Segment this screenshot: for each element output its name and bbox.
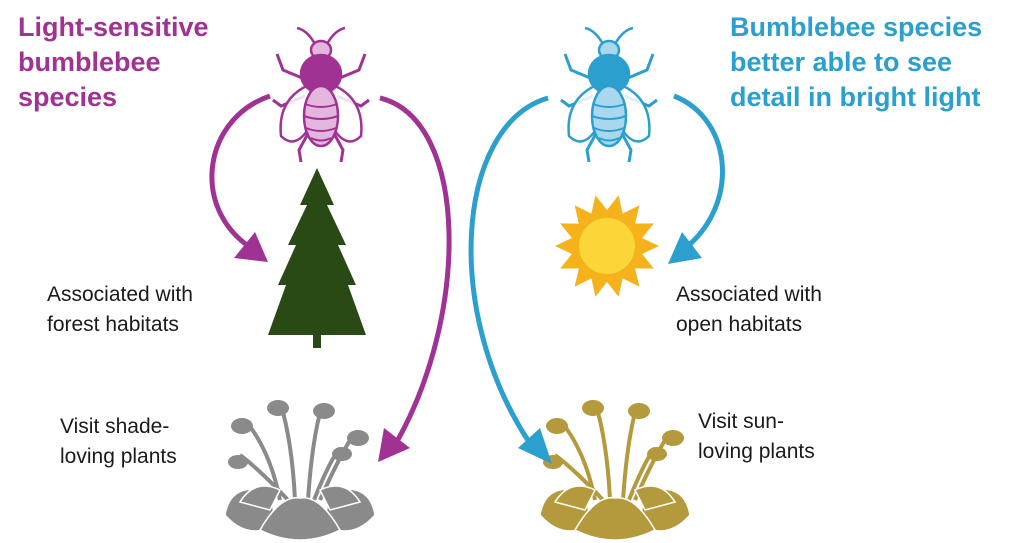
left-title-line-2: bumblebee bbox=[18, 47, 161, 77]
right-bee-icon bbox=[560, 26, 658, 163]
left-title: Light-sensitive bumblebee species bbox=[18, 10, 209, 115]
shade-plants-line-1: Visit shade- bbox=[60, 415, 170, 438]
forest-habitat-label: Associated with forest habitats bbox=[47, 280, 193, 340]
shade-plant-icon bbox=[224, 400, 376, 541]
right-title-line-2: better able to see bbox=[730, 47, 953, 77]
shade-plants-line-2: loving plants bbox=[60, 445, 177, 468]
open-habitat-label: Associated with open habitats bbox=[676, 280, 822, 340]
open-habitat-line-1: Associated with bbox=[676, 283, 822, 306]
arrows bbox=[209, 93, 725, 464]
left-title-line-1: Light-sensitive bbox=[18, 12, 209, 42]
open-habitat-line-2: open habitats bbox=[676, 313, 803, 336]
right-title-line-1: Bumblebee species bbox=[730, 12, 983, 42]
right-title: Bumblebee species better able to see det… bbox=[730, 10, 982, 115]
left-title-line-3: species bbox=[18, 82, 118, 112]
sun-plants-label: Visit sun- loving plants bbox=[698, 407, 815, 467]
left-bee-icon bbox=[272, 26, 370, 163]
arrowhead-forest bbox=[234, 232, 268, 262]
arrowhead-sun-plants bbox=[518, 428, 552, 464]
arrow-bee-to-open bbox=[673, 93, 725, 255]
arrow-bee-to-shade-plants bbox=[379, 95, 452, 452]
arrow-bee-to-sun-plants bbox=[468, 95, 549, 457]
sun-plants-line-1: Visit sun- bbox=[698, 410, 784, 433]
sun-icon bbox=[555, 195, 659, 297]
sun-plants-line-2: loving plants bbox=[698, 440, 815, 463]
arrowhead-open bbox=[668, 232, 702, 264]
right-title-line-3: detail in bright light bbox=[730, 82, 981, 112]
forest-habitat-line-1: Associated with bbox=[47, 283, 193, 306]
conifer-tree-icon bbox=[268, 168, 366, 348]
arrowhead-shade-plants bbox=[378, 428, 410, 462]
sun-plant-icon bbox=[539, 400, 691, 541]
shade-plants-label: Visit shade- loving plants bbox=[60, 412, 177, 472]
forest-habitat-line-2: forest habitats bbox=[47, 313, 179, 336]
arrow-bee-to-forest bbox=[209, 93, 271, 255]
